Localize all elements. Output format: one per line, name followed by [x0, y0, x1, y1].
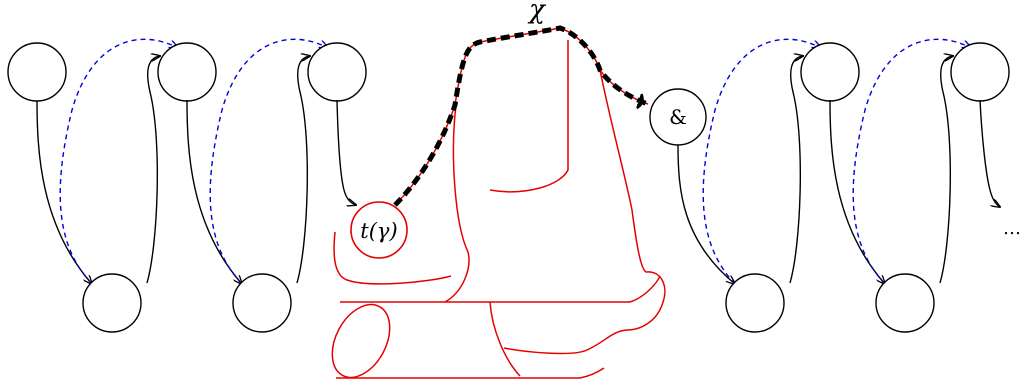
chi-path-group	[393, 25, 649, 207]
edge-2b	[296, 56, 310, 284]
node-t-gamma	[350, 201, 408, 259]
edge-3a	[677, 144, 735, 284]
edge-4c	[979, 99, 1000, 207]
red-surface	[331, 40, 666, 379]
node-l1-top	[7, 42, 67, 102]
node-l2-bottom	[232, 273, 292, 333]
t-gamma-label: t(γ)	[360, 219, 397, 243]
left-group-2	[186, 38, 367, 333]
ellipsis-label: …	[1003, 218, 1021, 239]
dashed-edge-3	[702, 38, 821, 285]
edge-1b	[146, 56, 160, 284]
edge-4b	[939, 56, 953, 284]
edge-2a	[186, 99, 242, 284]
dashed-edge-1	[59, 38, 178, 285]
ampersand-label: &	[669, 105, 687, 129]
chi-path	[393, 25, 649, 207]
edge-4a	[829, 99, 885, 284]
chi-label: χ	[527, 0, 547, 25]
edge-2c	[336, 99, 356, 205]
node-ampersand	[649, 88, 707, 146]
right-group-1	[677, 38, 860, 333]
node-l2-right	[307, 42, 367, 102]
edge-1a	[36, 99, 92, 284]
node-r2-right	[950, 42, 1010, 102]
left-group-1	[7, 38, 217, 333]
edge-3b	[789, 56, 803, 284]
dashed-edge-2	[209, 38, 328, 285]
node-r1-right	[800, 42, 860, 102]
right-group-2	[829, 38, 1010, 333]
dashed-edge-4	[852, 38, 971, 285]
node-l1-right	[157, 42, 217, 102]
node-l1-bottom	[82, 273, 142, 333]
node-r2-bottom	[875, 273, 935, 333]
node-r1-bottom	[725, 273, 785, 333]
